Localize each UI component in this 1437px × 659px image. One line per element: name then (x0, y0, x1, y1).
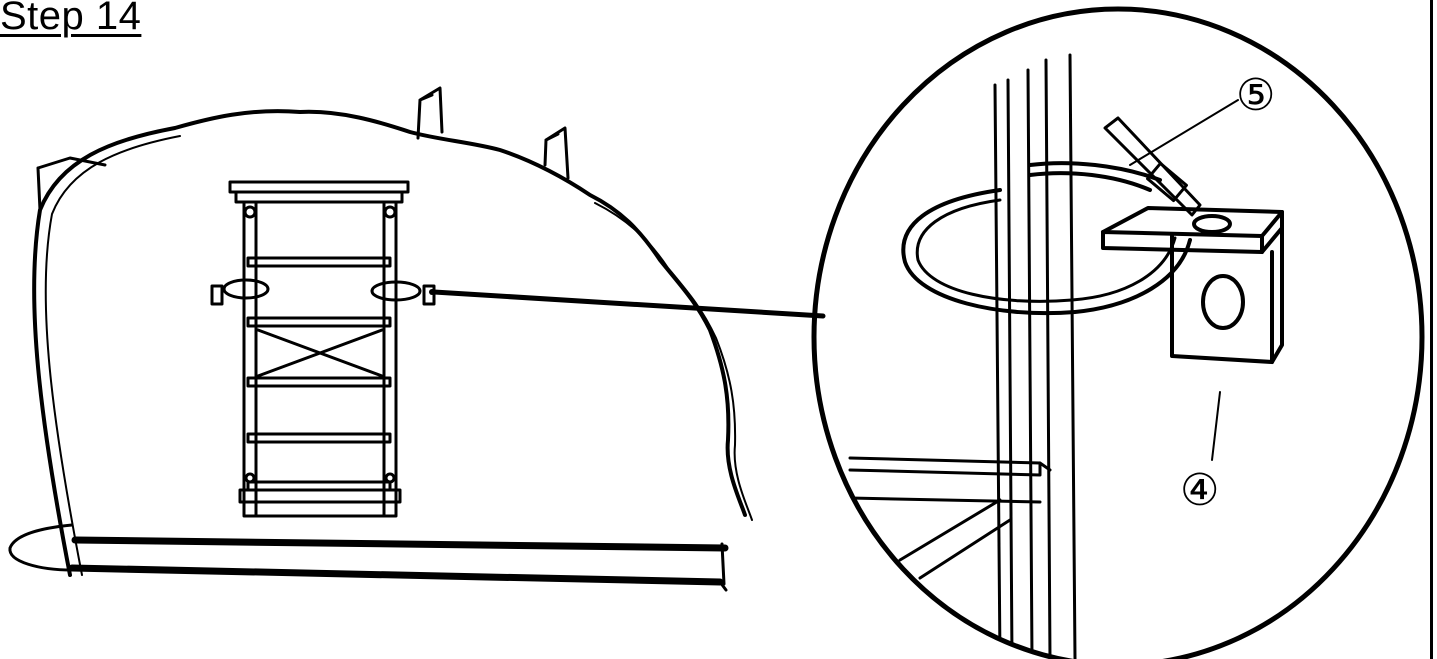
detail-circle (811, 6, 1425, 659)
floor-rail-bottom (68, 564, 724, 586)
l-bracket (1101, 206, 1284, 364)
corner-block (36, 156, 107, 212)
detail-leader-line (431, 289, 826, 319)
upright-line-3 (1026, 68, 1034, 659)
callout-leader-four (1211, 391, 1221, 461)
wall-illustration (8, 86, 826, 592)
wall-brackets (210, 278, 436, 306)
upright-line-4 (1044, 58, 1052, 659)
upright-line-2 (1006, 78, 1014, 659)
floor-left-foot (8, 523, 74, 572)
strap-top (1028, 161, 1162, 192)
frame-border (1430, 0, 1433, 659)
shelf-rail (848, 456, 1052, 504)
callout-part-four: ④ (1180, 465, 1219, 516)
shelf-brace (898, 498, 1012, 580)
callout-leader-five (1129, 99, 1239, 166)
top-post-left (416, 86, 444, 140)
strap-buckle (1146, 161, 1188, 203)
floor-rail-top (71, 536, 729, 552)
strap-loop-inner (915, 198, 1177, 303)
callout-part-five: ⑤ (1236, 70, 1275, 121)
wall-edge-right (594, 202, 753, 521)
detail-origin-dot (429, 289, 435, 295)
top-post-right (543, 126, 570, 180)
strap-tail (1103, 116, 1202, 217)
floor-rail-end (718, 542, 728, 592)
strap-loop (901, 188, 1192, 316)
step-title: Step 14 (0, 0, 142, 38)
detail-view: ⑤ ④ (811, 6, 1425, 659)
upright-line-5 (1068, 53, 1077, 659)
bookshelf (228, 180, 410, 518)
wall-edge-inner (44, 135, 181, 576)
upright-line-1 (993, 83, 1002, 659)
